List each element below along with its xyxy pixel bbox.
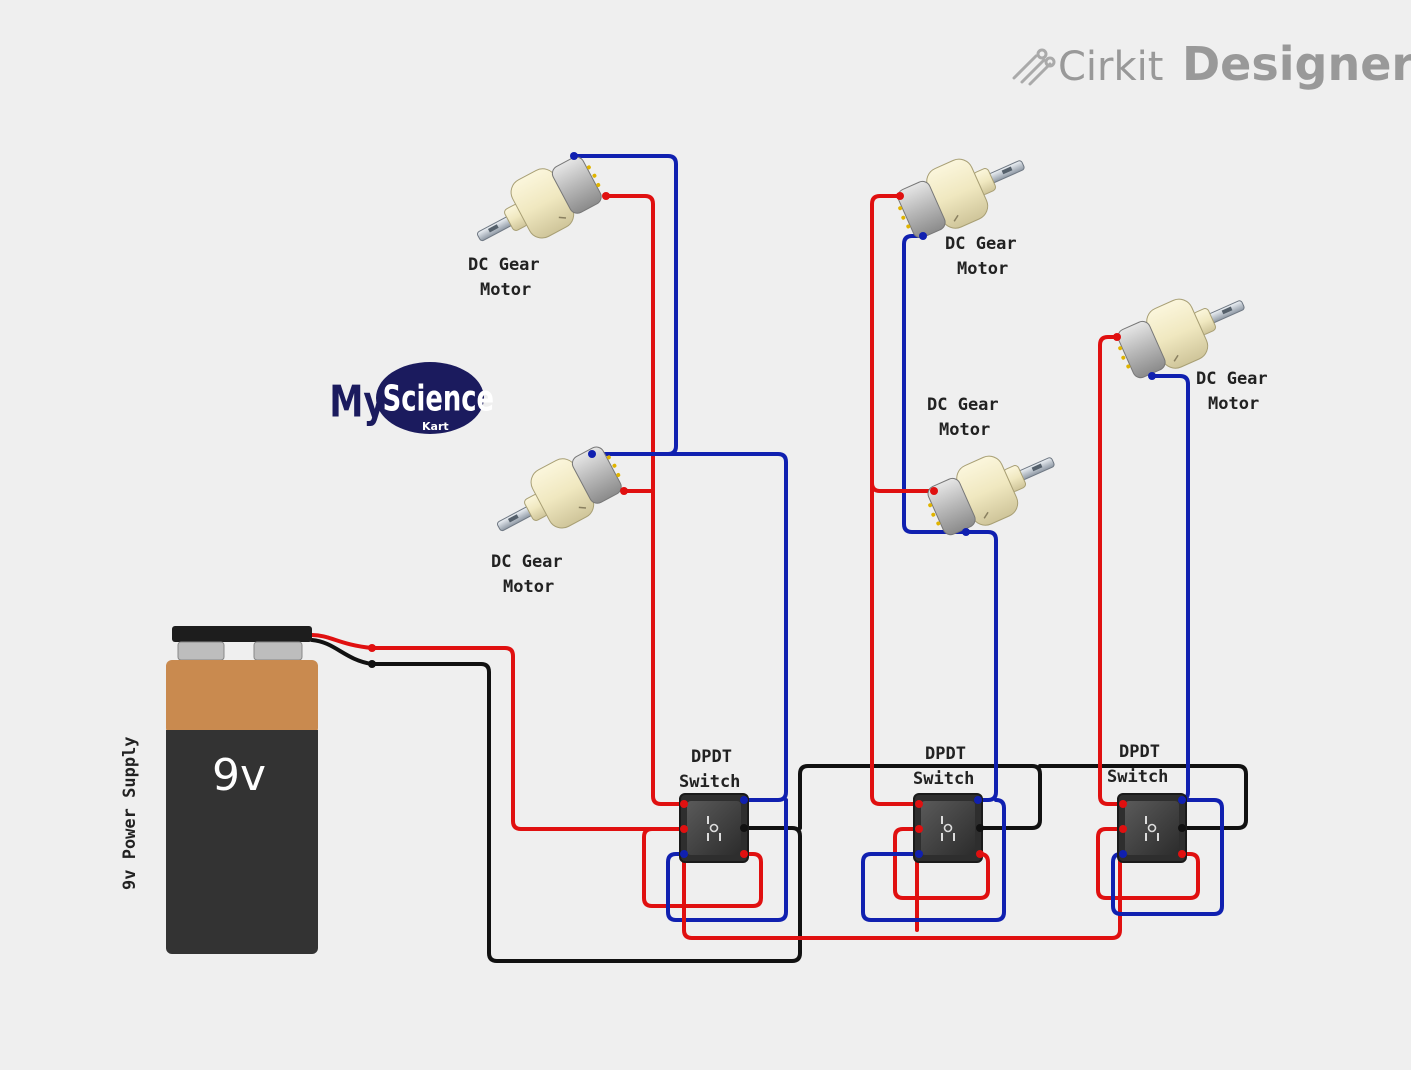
motor-2-label-line1: DC Gear [491,552,563,572]
battery-voltage-text: 9v [212,750,266,801]
switch-3-label-line1: DPDT [1119,742,1160,762]
motor-5-label-line1: DC Gear [1196,369,1268,389]
logo-text-science: Science [383,379,494,420]
switch-3-label-line2: Switch [1107,767,1168,787]
dc-gear-motor-3[interactable] [887,134,1037,249]
battery-9v[interactable]: 9v [166,626,318,954]
brand-name-cirkit: Cirkit [1058,44,1163,90]
battery-label: 9v Power Supply [120,736,140,890]
motor-1-label-line1: DC Gear [468,255,540,275]
cirkit-logo-icon [1012,48,1056,86]
battery-body [166,730,318,954]
dpdt-switch-2[interactable] [913,793,983,863]
myscience-kart-logo: My Science Kart [329,362,494,434]
motor-4-label-line2: Motor [939,420,990,440]
logo-text-my: My [329,377,385,427]
dpdt-switch-1[interactable] [679,793,749,863]
switch-1-label-line2: Switch [679,772,740,792]
switch-2-label-line1: DPDT [925,744,966,764]
motor-3-label-line1: DC Gear [945,234,1017,254]
switch-2-label-line2: Switch [913,769,974,789]
dc-gear-motor-4[interactable] [917,431,1067,546]
switch-1-label-line1: DPDT [691,747,732,767]
pin-dots [368,152,1186,858]
motor-2-label-line2: Motor [503,577,554,597]
dpdt-switch-3[interactable] [1117,793,1187,863]
motor-5-label-line2: Motor [1208,394,1259,414]
logo-text-kart: Kart [422,420,449,433]
brand-name-designer: Designer [1182,37,1411,91]
wires [310,154,1248,963]
dc-gear-motor-1[interactable] [463,145,612,267]
motor-1-label-line2: Motor [480,280,531,300]
motor-4-label-line1: DC Gear [927,395,999,415]
battery-top-band [166,660,318,734]
motor-3-label-line2: Motor [957,259,1008,279]
